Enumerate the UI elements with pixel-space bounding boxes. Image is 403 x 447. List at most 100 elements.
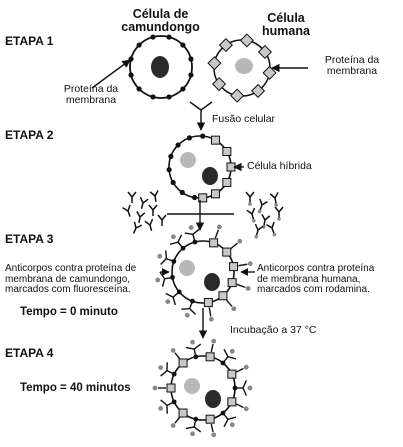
mouse-protein-dot: [192, 239, 198, 245]
human-protein-square: [209, 238, 219, 248]
human-nucleus: [235, 58, 253, 74]
mouse-protein-dot: [171, 258, 177, 264]
human-protein-square: [257, 44, 273, 60]
antibody-label-dot: [157, 253, 163, 259]
antibody-label-dot: [247, 385, 253, 391]
bound-antibody-arm: [193, 426, 202, 433]
human-protein-label: Proteína da membrana: [324, 54, 380, 78]
mouse-protein-arrow: [91, 59, 131, 89]
free-antibody: [144, 218, 154, 231]
antibody-label-dot: [158, 365, 164, 371]
human-protein-square: [178, 408, 188, 418]
bound-antibody-arm: [185, 426, 195, 430]
mouse-protein-dot: [193, 354, 199, 360]
human-protein-square: [229, 262, 239, 272]
mouse-protein-dot: [150, 94, 156, 100]
bound-antibody-stem: [174, 416, 181, 424]
bound-antibody-stem: [174, 352, 181, 360]
antibody-label-dot: [165, 299, 171, 304]
human-protein-square: [211, 76, 227, 92]
bound-antibody-stem: [236, 367, 244, 373]
human-protein-square: [178, 358, 188, 368]
human-protein-square: [227, 369, 237, 379]
mouse-protein-dot: [171, 399, 177, 405]
labeled-cell-stage4: [152, 338, 253, 438]
free-antibody: [157, 214, 167, 226]
mouse-protein-dot: [176, 289, 182, 295]
mouse-protein-dot: [150, 34, 156, 40]
hybrid-cell-label: Célula híbrida: [247, 160, 312, 172]
antibody-label-dot: [190, 339, 195, 345]
free-antibody: [254, 223, 264, 239]
bound-antibody-arm: [181, 307, 190, 310]
human-protein-square: [211, 135, 220, 145]
bound-antibody-stem: [210, 423, 214, 433]
mouse-protein-dot: [220, 360, 226, 366]
human-protein-square: [222, 178, 232, 187]
mouse-protein-dot: [170, 179, 176, 186]
bound-antibody-arm: [160, 258, 167, 266]
fusion-connector: [189, 101, 213, 131]
mouse-cell-header: Célula de camundongo: [121, 7, 200, 35]
free-antibody: [148, 204, 158, 216]
antibody-label-dot: [243, 364, 249, 370]
bound-antibody-arm: [169, 241, 179, 246]
labeled-cell-stage3: [155, 224, 253, 322]
antibody-label-dot: [211, 338, 217, 344]
antibody-label-dot: [170, 348, 176, 353]
antibody-label-dot: [158, 405, 164, 411]
human-cell-header: Célula humana: [262, 11, 310, 39]
bound-antibody-arm: [242, 387, 247, 396]
bound-antibody-arm: [193, 343, 202, 350]
bound-antibody-arm: [165, 292, 174, 298]
mouse-protein-dot: [180, 42, 186, 48]
mouse-protein-dot: [188, 56, 194, 62]
mouse-protein-dot: [175, 142, 181, 148]
bound-antibody-stem: [236, 403, 244, 409]
human-protein-square: [250, 83, 266, 99]
free-antibody: [122, 204, 131, 217]
free-antibody: [266, 221, 277, 237]
free-antibody: [245, 191, 255, 206]
mouse-protein-label: Proteína da membrana: [63, 83, 119, 107]
bound-antibody-arm: [189, 308, 197, 315]
bound-antibody-arm: [184, 232, 194, 236]
bound-antibody-arm: [223, 418, 229, 427]
bound-antibody-stem: [214, 229, 220, 239]
bound-antibody-arm: [185, 346, 195, 350]
human-protein-square: [226, 162, 236, 172]
time-0-label: Tempo = 0 minuto: [20, 306, 118, 318]
mouse-protein-dot: [180, 86, 186, 92]
bound-antibody-stem: [225, 299, 233, 307]
antibody-label-dot: [152, 385, 158, 391]
human-protein-square: [211, 189, 220, 199]
mouse-protein-dot: [179, 189, 185, 195]
stage4-membrane-labels: [152, 338, 253, 438]
bound-antibody-arm: [177, 234, 183, 243]
mouse-protein-dot: [200, 133, 206, 139]
mouse-protein-dot: [193, 416, 199, 422]
human-protein-square: [227, 397, 237, 407]
antibody-addition-arrows: [167, 200, 234, 231]
free-antibody: [274, 206, 284, 221]
mouse-protein-dot: [220, 410, 226, 416]
human-protein-square: [166, 383, 176, 393]
mouse-protein-dot: [232, 385, 238, 391]
human-protein-square: [227, 278, 237, 288]
bound-antibody-arm: [159, 271, 166, 280]
bound-antibody-arm: [172, 296, 177, 306]
free-antibody: [139, 196, 149, 209]
mouse-cell: [128, 34, 194, 100]
human-protein-square: [222, 147, 232, 156]
anti-mouse-label: Anticorpos contra proteína de membrana d…: [5, 263, 137, 295]
bound-antibody-arm: [160, 399, 168, 406]
fluorescein-antibodies: [122, 190, 167, 234]
human-protein-square: [222, 247, 232, 257]
hybrid-cell-stage2: [166, 133, 236, 203]
antibody-label-dot: [243, 406, 249, 412]
human-protein-square: [198, 193, 208, 203]
mouse-protein-dot: [166, 94, 172, 100]
stage-1-label: ETAPA 1: [5, 34, 54, 48]
antibody-label-dot: [245, 286, 251, 291]
